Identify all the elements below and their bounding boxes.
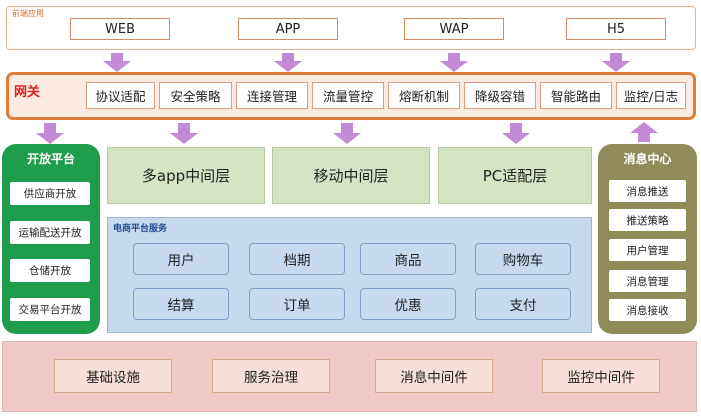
- service-discount: 优惠: [360, 288, 456, 320]
- arrow-down-icon: [170, 133, 198, 144]
- message-management: 消息管理: [609, 270, 686, 292]
- message-center-title: 消息中心: [623, 152, 672, 166]
- arrow-down-icon: [333, 133, 361, 144]
- service-order: 订单: [249, 288, 345, 320]
- mobile-middle-layer: 移动中间层: [272, 147, 430, 204]
- infra-basic-facilities: 基础设施: [54, 359, 172, 393]
- gateway-protocol-adaptation: 协议适配: [86, 82, 155, 109]
- arrow-stem: [178, 123, 190, 133]
- gateway-smart-routing: 智能路由: [540, 82, 612, 109]
- arrow-stem: [341, 123, 353, 133]
- user-management: 用户管理: [609, 239, 686, 261]
- service-schedule: 档期: [249, 243, 345, 275]
- service-product: 商品: [360, 243, 456, 275]
- gateway-security-policy: 安全策略: [159, 82, 232, 109]
- message-push: 消息推送: [609, 180, 686, 202]
- arrow-down-icon: [103, 61, 131, 72]
- arrow-stem: [44, 123, 56, 133]
- arrow-stem: [111, 53, 123, 61]
- multi-app-middle-layer: 多app中间层: [107, 147, 265, 204]
- gateway-traffic-control: 流量管控: [312, 82, 384, 109]
- arrow-down-icon: [502, 133, 530, 144]
- infra-message-middleware: 消息中间件: [375, 359, 493, 393]
- open-platform-supplier: 供应商开放: [10, 182, 90, 205]
- arrow-stem: [448, 53, 460, 61]
- service-user: 用户: [133, 243, 229, 275]
- frontend-web: WEB: [70, 18, 170, 40]
- arrow-stem: [638, 133, 650, 142]
- push-strategy: 推送策略: [609, 209, 686, 231]
- open-platform-warehouse: 仓储开放: [10, 259, 90, 282]
- service-checkout: 结算: [133, 288, 229, 320]
- ecommerce-title: 电商平台服务: [113, 224, 168, 234]
- message-receive: 消息接收: [609, 299, 686, 321]
- arrow-up-icon: [630, 122, 658, 133]
- gateway-title: 网关: [14, 85, 41, 100]
- gateway-degradation: 降级容错: [464, 82, 536, 109]
- arrow-stem: [282, 53, 294, 61]
- open-platform-title: 开放平台: [26, 152, 75, 166]
- open-platform-logistics: 运输配送开放: [10, 221, 90, 244]
- arrow-stem: [610, 53, 622, 61]
- gateway-connection-management: 连接管理: [236, 82, 308, 109]
- gateway-monitoring-log: 监控/日志: [616, 82, 686, 109]
- infra-monitoring-middleware: 监控中间件: [542, 359, 660, 393]
- arrow-stem: [510, 123, 522, 133]
- arrow-down-icon: [440, 61, 468, 72]
- arrow-down-icon: [36, 133, 64, 144]
- open-platform-trading: 交易平台开放: [10, 298, 90, 321]
- frontend-wap: WAP: [404, 18, 504, 40]
- arrow-down-icon: [274, 61, 302, 72]
- service-payment: 支付: [475, 288, 571, 320]
- arrow-down-icon: [602, 61, 630, 72]
- frontend-h5: H5: [566, 18, 666, 40]
- frontend-title: 前端应用: [12, 9, 44, 18]
- service-cart: 购物车: [475, 243, 571, 275]
- gateway-circuit-breaker: 熔断机制: [388, 82, 460, 109]
- infra-service-governance: 服务治理: [212, 359, 330, 393]
- pc-adapter-layer: PC适配层: [438, 147, 592, 204]
- frontend-app: APP: [238, 18, 338, 40]
